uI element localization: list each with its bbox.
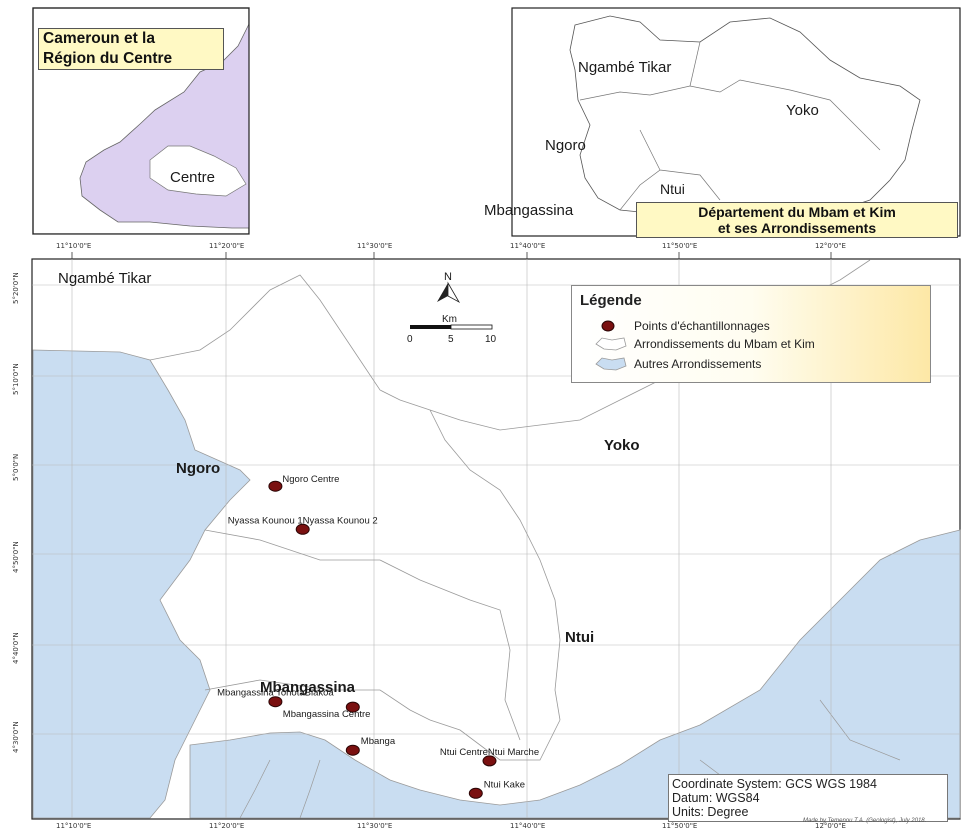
sample-point-label: Ntui CentreNtui Marche bbox=[440, 747, 539, 758]
inset-label-yoko: Yoko bbox=[786, 102, 819, 119]
centre-region-shape bbox=[149, 145, 247, 197]
region-label-ngoro: Ngoro bbox=[176, 460, 220, 477]
sample-point-marker[interactable] bbox=[268, 696, 283, 708]
sample-point-label: Mbangassina Centre bbox=[283, 709, 371, 720]
bottom-tick-5: 11°50'0"E bbox=[662, 822, 697, 830]
sample-point-label: Mbangassina TohotaBiakoa bbox=[217, 688, 334, 699]
blue-area-swatch-icon bbox=[595, 357, 627, 371]
north-arrow: N bbox=[437, 271, 461, 304]
scale-bar: Km 0 5 10 bbox=[407, 314, 497, 345]
legend-title: Légende bbox=[580, 292, 642, 309]
bottom-tick-6: 12°0'0"E bbox=[815, 822, 846, 830]
centre-label: Centre bbox=[170, 169, 215, 186]
top-tick-6: 12°0'0"E bbox=[815, 242, 846, 250]
legend-label-sample-points: Points d'échantillonnages bbox=[634, 319, 770, 333]
inset-department-title-line1: Département du Mbam et Kim bbox=[698, 204, 896, 220]
top-tick-3: 11°30'0"E bbox=[357, 242, 392, 250]
frame-ticks bbox=[71, 252, 832, 259]
other-area-west bbox=[32, 349, 251, 819]
sample-point-label: Ntui Kake bbox=[484, 779, 525, 790]
bottom-tick-4: 11°40'0"E bbox=[510, 822, 545, 830]
inset-label-ngambe: Ngambé Tikar bbox=[578, 59, 671, 76]
inset-label-ngoro: Ngoro bbox=[545, 137, 586, 154]
department-inner-boundaries bbox=[579, 41, 881, 211]
inset-cameroon-title-line1: Cameroun et la bbox=[43, 30, 155, 47]
coordinate-system-line: Coordinate System: GCS WGS 1984 bbox=[672, 777, 877, 791]
main-map: Ngambé Tikar Ngoro Yoko Ntui Mbangassina… bbox=[31, 252, 961, 820]
region-label-ntui: Ntui bbox=[565, 629, 594, 646]
left-tick-6: 4°30'0"N bbox=[12, 721, 20, 753]
datum-line: Datum: WGS84 bbox=[672, 791, 760, 805]
sample-point-label: Mbanga bbox=[361, 736, 396, 747]
coordinate-system-box: Coordinate System: GCS WGS 1984 Datum: W… bbox=[668, 774, 948, 822]
inset-label-mbangassina: Mbangassina bbox=[484, 202, 574, 219]
left-tick-1: 5°20'0"N bbox=[12, 272, 20, 304]
map-credit: Made by Temenou T.A. (Geologist), July 2… bbox=[803, 818, 927, 824]
inset-department-title: Département du Mbam et Kim et ses Arrond… bbox=[636, 202, 958, 238]
bottom-tick-2: 11°20'0"E bbox=[209, 822, 244, 830]
other-area-south bbox=[189, 529, 961, 819]
arrondissement-boundaries bbox=[149, 259, 871, 761]
scale-tick-0: 0 bbox=[407, 334, 413, 345]
inset-department-title-line2: et ses Arrondissements bbox=[717, 220, 877, 236]
bottom-tick-1: 11°10'0"E bbox=[56, 822, 91, 830]
north-arrow-icon bbox=[437, 283, 448, 302]
inset-cameroon-title: Cameroun et la Région du Centre bbox=[38, 28, 224, 70]
bottom-tick-3: 11°30'0"E bbox=[357, 822, 392, 830]
scale-unit: Km bbox=[442, 314, 457, 325]
sample-point-marker[interactable] bbox=[268, 480, 283, 492]
north-arrow-label: N bbox=[444, 271, 452, 283]
sample-point-dot-icon bbox=[601, 320, 615, 332]
legend: Légende Points d'échantillonnages Arrond… bbox=[571, 285, 931, 383]
left-tick-2: 5°10'0"N bbox=[12, 363, 20, 395]
left-tick-4: 4°50'0"N bbox=[12, 541, 20, 573]
sample-point-marker[interactable] bbox=[345, 744, 360, 756]
white-area-swatch-icon bbox=[595, 337, 627, 351]
legend-label-other-areas: Autres Arrondissements bbox=[634, 357, 762, 371]
top-tick-1: 11°10'0"E bbox=[56, 242, 91, 250]
scale-tick-10: 10 bbox=[485, 334, 497, 345]
top-tick-5: 11°50'0"E bbox=[662, 242, 697, 250]
sample-point-marker[interactable] bbox=[295, 523, 310, 535]
top-tick-2: 11°20'0"E bbox=[209, 242, 244, 250]
other-area-south-boundaries bbox=[239, 699, 901, 819]
sample-point-label: Nyassa Kounou 1Nyassa Kounou 2 bbox=[228, 515, 378, 526]
sample-point-marker[interactable] bbox=[482, 755, 497, 767]
region-label-mbangassina: Mbangassina bbox=[260, 679, 356, 696]
top-tick-4: 11°40'0"E bbox=[510, 242, 545, 250]
region-label-ngambe: Ngambé Tikar bbox=[58, 270, 151, 287]
inset-department: Ngambé Tikar Yoko Ngoro Ntui Mbangassina bbox=[484, 7, 961, 237]
inset-cameroon-title-line2: Région du Centre bbox=[43, 50, 173, 67]
legend-label-study-area: Arrondissements du Mbam et Kim bbox=[634, 337, 815, 351]
left-tick-5: 4°40'0"N bbox=[12, 632, 20, 664]
sample-point-label: Ngoro Centre bbox=[282, 474, 339, 485]
region-label-yoko: Yoko bbox=[604, 437, 640, 454]
left-tick-3: 5°0'0"N bbox=[12, 454, 20, 481]
units-line: Units: Degree bbox=[672, 805, 749, 819]
sample-point-marker[interactable] bbox=[468, 787, 483, 799]
sample-point-marker[interactable] bbox=[345, 701, 360, 713]
inset-label-ntui: Ntui bbox=[660, 181, 685, 197]
axis-labels: 11°10'0"E 11°20'0"E 11°30'0"E 11°40'0"E … bbox=[12, 242, 846, 830]
scale-tick-5: 5 bbox=[448, 334, 454, 345]
